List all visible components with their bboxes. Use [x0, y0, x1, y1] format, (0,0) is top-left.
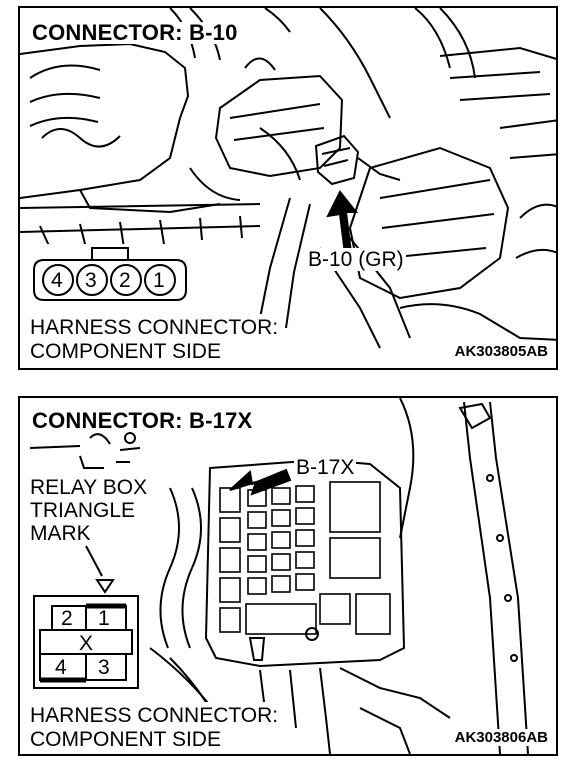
side-label-line1: HARNESS CONNECTOR:: [30, 704, 279, 727]
panel-title: CONNECTOR: B-10: [30, 20, 240, 45]
pin-4: 4: [55, 656, 67, 679]
triangle-mark-icon: [85, 545, 115, 594]
connector-b17x-panel: CONNECTOR: B-17X B-17X RELAY BOX TRIANGL…: [18, 396, 558, 756]
pin-2: 2: [61, 607, 73, 630]
pin-1: 1: [98, 607, 110, 630]
relay-label-line2: TRIANGLE: [30, 499, 136, 522]
connector-outline: [33, 595, 139, 689]
panel-title: CONNECTOR: B-17X: [30, 408, 255, 433]
figure-code: AK303805AB: [452, 343, 550, 360]
connector-outline: [33, 247, 187, 301]
connector-b10-panel: CONNECTOR: B-10 B-10 (GR) 4 3 2 1 HARNES…: [18, 6, 558, 370]
connector-pinout: 2 1 X 4 3: [32, 594, 140, 690]
connector-callout: B-10 (GR): [306, 248, 406, 271]
side-label-line2: COMPONENT SIDE: [30, 728, 221, 751]
pin-2: 2: [119, 269, 131, 292]
connector-callout: B-17X: [294, 456, 357, 479]
connector-pinout: 4 3 2 1: [30, 244, 190, 304]
relay-label-line3: MARK: [30, 522, 91, 545]
b17x-pointer-arrow: [229, 468, 292, 496]
relay-label-line1: RELAY BOX: [30, 476, 148, 499]
side-label-line1: HARNESS CONNECTOR:: [30, 316, 279, 339]
pin-3: 3: [98, 656, 110, 679]
side-label: HARNESS CONNECTOR: COMPONENT SIDE: [26, 702, 283, 754]
side-label-line2: COMPONENT SIDE: [30, 340, 221, 363]
engine-bay-illustration: [20, 8, 556, 349]
side-label: HARNESS CONNECTOR: COMPONENT SIDE: [26, 314, 283, 366]
relay-box-label: RELAY BOX TRIANGLE MARK: [28, 474, 150, 547]
pin-x: X: [79, 632, 94, 655]
pin-3: 3: [85, 269, 97, 292]
pin-1: 1: [153, 269, 165, 292]
pin-4: 4: [51, 269, 63, 292]
figure-code: AK303806AB: [452, 729, 550, 746]
